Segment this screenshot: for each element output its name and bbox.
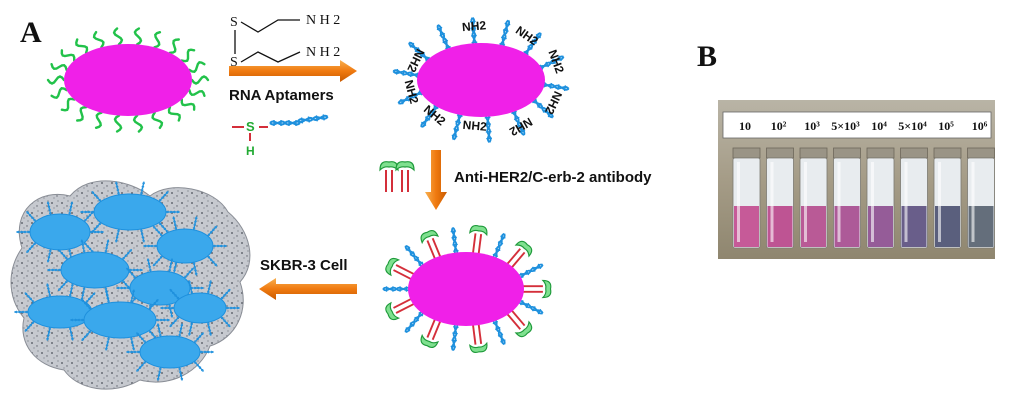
ligand-strand bbox=[151, 111, 164, 130]
ligand-strand bbox=[188, 88, 206, 98]
ligand-strand bbox=[113, 114, 123, 133]
amine-label: NH2 bbox=[513, 23, 541, 48]
amine-label: NH2 bbox=[402, 78, 422, 105]
linker-sulfur-top: S bbox=[230, 15, 238, 30]
ligand-strand bbox=[60, 49, 76, 62]
vial bbox=[900, 147, 928, 249]
bare-nanoparticle bbox=[64, 44, 192, 116]
arrow-step-3 bbox=[259, 278, 357, 300]
ligand-shell bbox=[46, 27, 210, 133]
ligand-strand bbox=[92, 31, 105, 49]
antibody-conjugate bbox=[466, 321, 489, 355]
vial bbox=[732, 147, 761, 249]
ligand-strand bbox=[153, 31, 162, 49]
thiol-aptamer: S H bbox=[232, 112, 330, 158]
vial bbox=[967, 147, 995, 249]
aptamer-strand bbox=[516, 261, 545, 281]
ligand-strand bbox=[180, 98, 196, 111]
vial bbox=[833, 147, 861, 249]
concentration-label: 10 bbox=[739, 119, 751, 133]
ligand-strand bbox=[132, 114, 144, 133]
skbr3-cell-cluster bbox=[10, 180, 251, 390]
concentration-labels: 10 10² 10³ 5×10³ 10⁴ 5×10⁴ 10⁵ 10⁶ bbox=[739, 119, 988, 133]
thiol-hydrogen: H bbox=[246, 144, 255, 158]
antibody-nanoparticle bbox=[408, 252, 524, 326]
arrow-step-1 bbox=[229, 60, 357, 82]
bound-nanoparticle bbox=[93, 193, 167, 231]
ligand-strand bbox=[167, 105, 181, 122]
ligand-strand bbox=[75, 105, 88, 122]
amine-label: NH2 bbox=[461, 18, 486, 34]
aptamer-strand bbox=[402, 243, 427, 270]
concentration-label: 5×10³ bbox=[831, 119, 860, 133]
aptamer-strand bbox=[402, 308, 427, 335]
concentration-label: 10⁵ bbox=[938, 119, 954, 133]
ligand-strand bbox=[190, 75, 210, 85]
ligand-strand bbox=[46, 75, 66, 85]
antibody-conjugate bbox=[521, 279, 552, 299]
ligand-strand bbox=[133, 27, 143, 46]
amine-label: NH2 bbox=[545, 48, 566, 76]
step2-label: Anti-HER2/C-erb-2 antibody bbox=[454, 169, 652, 186]
concentration-label: 10² bbox=[771, 119, 787, 133]
aptamer-strand bbox=[497, 18, 513, 50]
antibody-pair-icon bbox=[379, 160, 415, 193]
bound-nanoparticle bbox=[29, 213, 91, 251]
bound-nanoparticle bbox=[156, 228, 214, 264]
ligand-strand bbox=[75, 38, 89, 54]
ligand-strand bbox=[50, 62, 68, 72]
aptamer-helix-icon bbox=[269, 119, 301, 127]
concentration-label: 10³ bbox=[804, 119, 820, 133]
ligand-strand bbox=[188, 61, 206, 73]
thiol-sulfur: S bbox=[246, 119, 255, 134]
bound-nanoparticle bbox=[60, 251, 130, 289]
vial bbox=[799, 147, 828, 249]
ligand-strand bbox=[50, 87, 68, 99]
concentration-label-strip bbox=[722, 111, 992, 139]
vial bbox=[933, 147, 962, 249]
disulfide-linker: S S N H 2 N H 2 bbox=[230, 13, 340, 70]
ligand-strand bbox=[94, 111, 103, 130]
bound-nanoparticle bbox=[139, 335, 201, 369]
bound-nanoparticle bbox=[83, 301, 157, 339]
bound-nanoparticle bbox=[173, 292, 227, 324]
amine-label: NH2 bbox=[507, 115, 535, 139]
aptamer-nanoparticle bbox=[417, 43, 545, 117]
linker-amine-bottom: N H 2 bbox=[306, 45, 340, 60]
vial bbox=[766, 147, 794, 249]
aptamer-strand bbox=[449, 110, 465, 142]
amine-label: NH2 bbox=[462, 118, 487, 134]
vial-row bbox=[732, 147, 995, 249]
aptamer-strand bbox=[490, 231, 508, 261]
aptamer-strand bbox=[490, 317, 508, 347]
linker-amine-top: N H 2 bbox=[306, 13, 340, 28]
linker-sulfur-bottom: S bbox=[230, 55, 238, 70]
concentration-label: 5×10⁴ bbox=[898, 119, 927, 133]
aptamer-strand bbox=[449, 226, 460, 256]
step1-label: RNA Aptamers bbox=[229, 87, 334, 104]
panel-b-label: B bbox=[697, 40, 717, 73]
concentration-label: 10⁴ bbox=[871, 119, 887, 133]
ligand-strand bbox=[112, 27, 124, 46]
ligand-strand bbox=[168, 38, 181, 54]
panel-a-label: A bbox=[20, 16, 42, 49]
concentration-label: 10⁶ bbox=[972, 119, 988, 133]
arrow-step-2 bbox=[425, 150, 447, 210]
vial-photo: 10 10² 10³ 5×10³ 10⁴ 5×10⁴ 10⁵ 10⁶ bbox=[718, 100, 995, 259]
aptamer-strand bbox=[516, 297, 545, 317]
step3-label: SKBR-3 Cell bbox=[260, 257, 348, 274]
vial bbox=[866, 147, 895, 249]
aptamer-strand bbox=[382, 285, 411, 293]
ligand-strand bbox=[180, 48, 196, 63]
ligand-strand bbox=[60, 97, 76, 112]
antibody-conjugate bbox=[466, 223, 489, 257]
aptamer-strand bbox=[449, 322, 460, 352]
